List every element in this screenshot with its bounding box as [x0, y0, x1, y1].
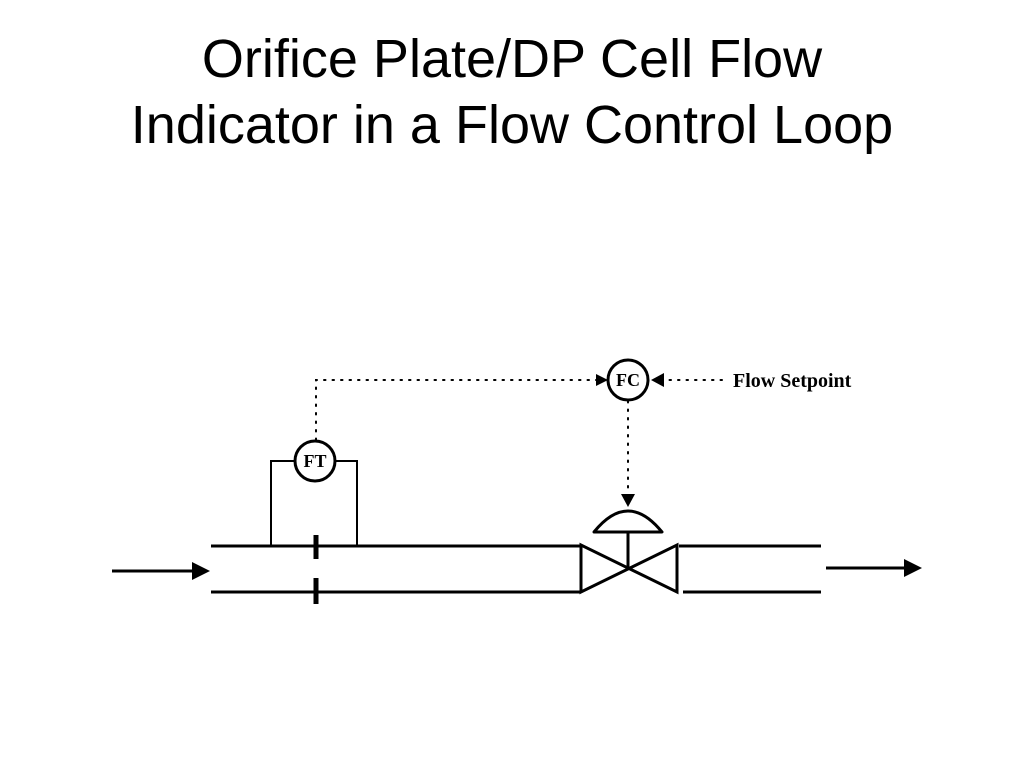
control-valve	[579, 509, 679, 595]
flow-controller: FC	[606, 358, 650, 402]
slide-title: Orifice Plate/DP Cell Flow Indicator in …	[0, 26, 1024, 158]
outlet-flow-arrow	[826, 559, 922, 577]
downstream-pipe	[679, 544, 821, 594]
valve-body	[579, 542, 679, 595]
controller-output-line	[621, 400, 635, 507]
title-line-1: Orifice Plate/DP Cell Flow	[201, 29, 823, 89]
flow-setpoint-label: Flow Setpoint	[733, 370, 852, 392]
flow-controller-label: FC	[616, 370, 640, 390]
flow-transmitter: FT	[293, 439, 337, 483]
title-line-2: Indicator in a Flow Control Loop	[130, 95, 894, 155]
flow-transmitter-label: FT	[303, 451, 326, 471]
upstream-pipe	[211, 544, 581, 594]
inlet-flow-arrow	[112, 562, 210, 580]
dp-cell-impulse-lines	[270, 460, 358, 546]
setpoint-signal-line	[651, 373, 723, 387]
valve-actuator-diaphragm	[592, 509, 664, 534]
transmitter-signal-line	[315, 374, 608, 441]
